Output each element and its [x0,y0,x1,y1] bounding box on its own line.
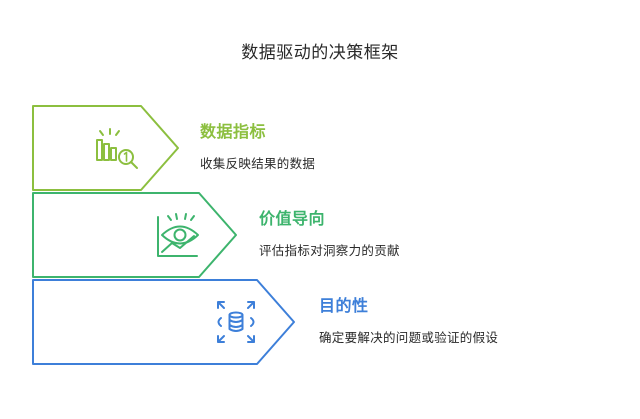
step-1-description: 收集反映结果的数据 [200,156,316,171]
step-2-chevron [32,192,237,278]
step-3-chevron [32,279,295,365]
step-1-chevron [32,105,179,191]
database-target-icon [217,301,255,343]
diagram-title: 数据驱动的决策框架 [241,43,399,63]
bar-chart-magnifier-icon [96,128,138,169]
step-3-description: 确定要解决的问题或验证的假设 [319,330,499,345]
step-1-label: 数据指标 [200,122,267,141]
step-2-label: 价值导向 [259,209,326,228]
step-3-label: 目的性 [319,296,369,315]
eye-chart-icon [157,213,199,257]
step-2-description: 评估指标对洞察力的贡献 [259,243,400,258]
